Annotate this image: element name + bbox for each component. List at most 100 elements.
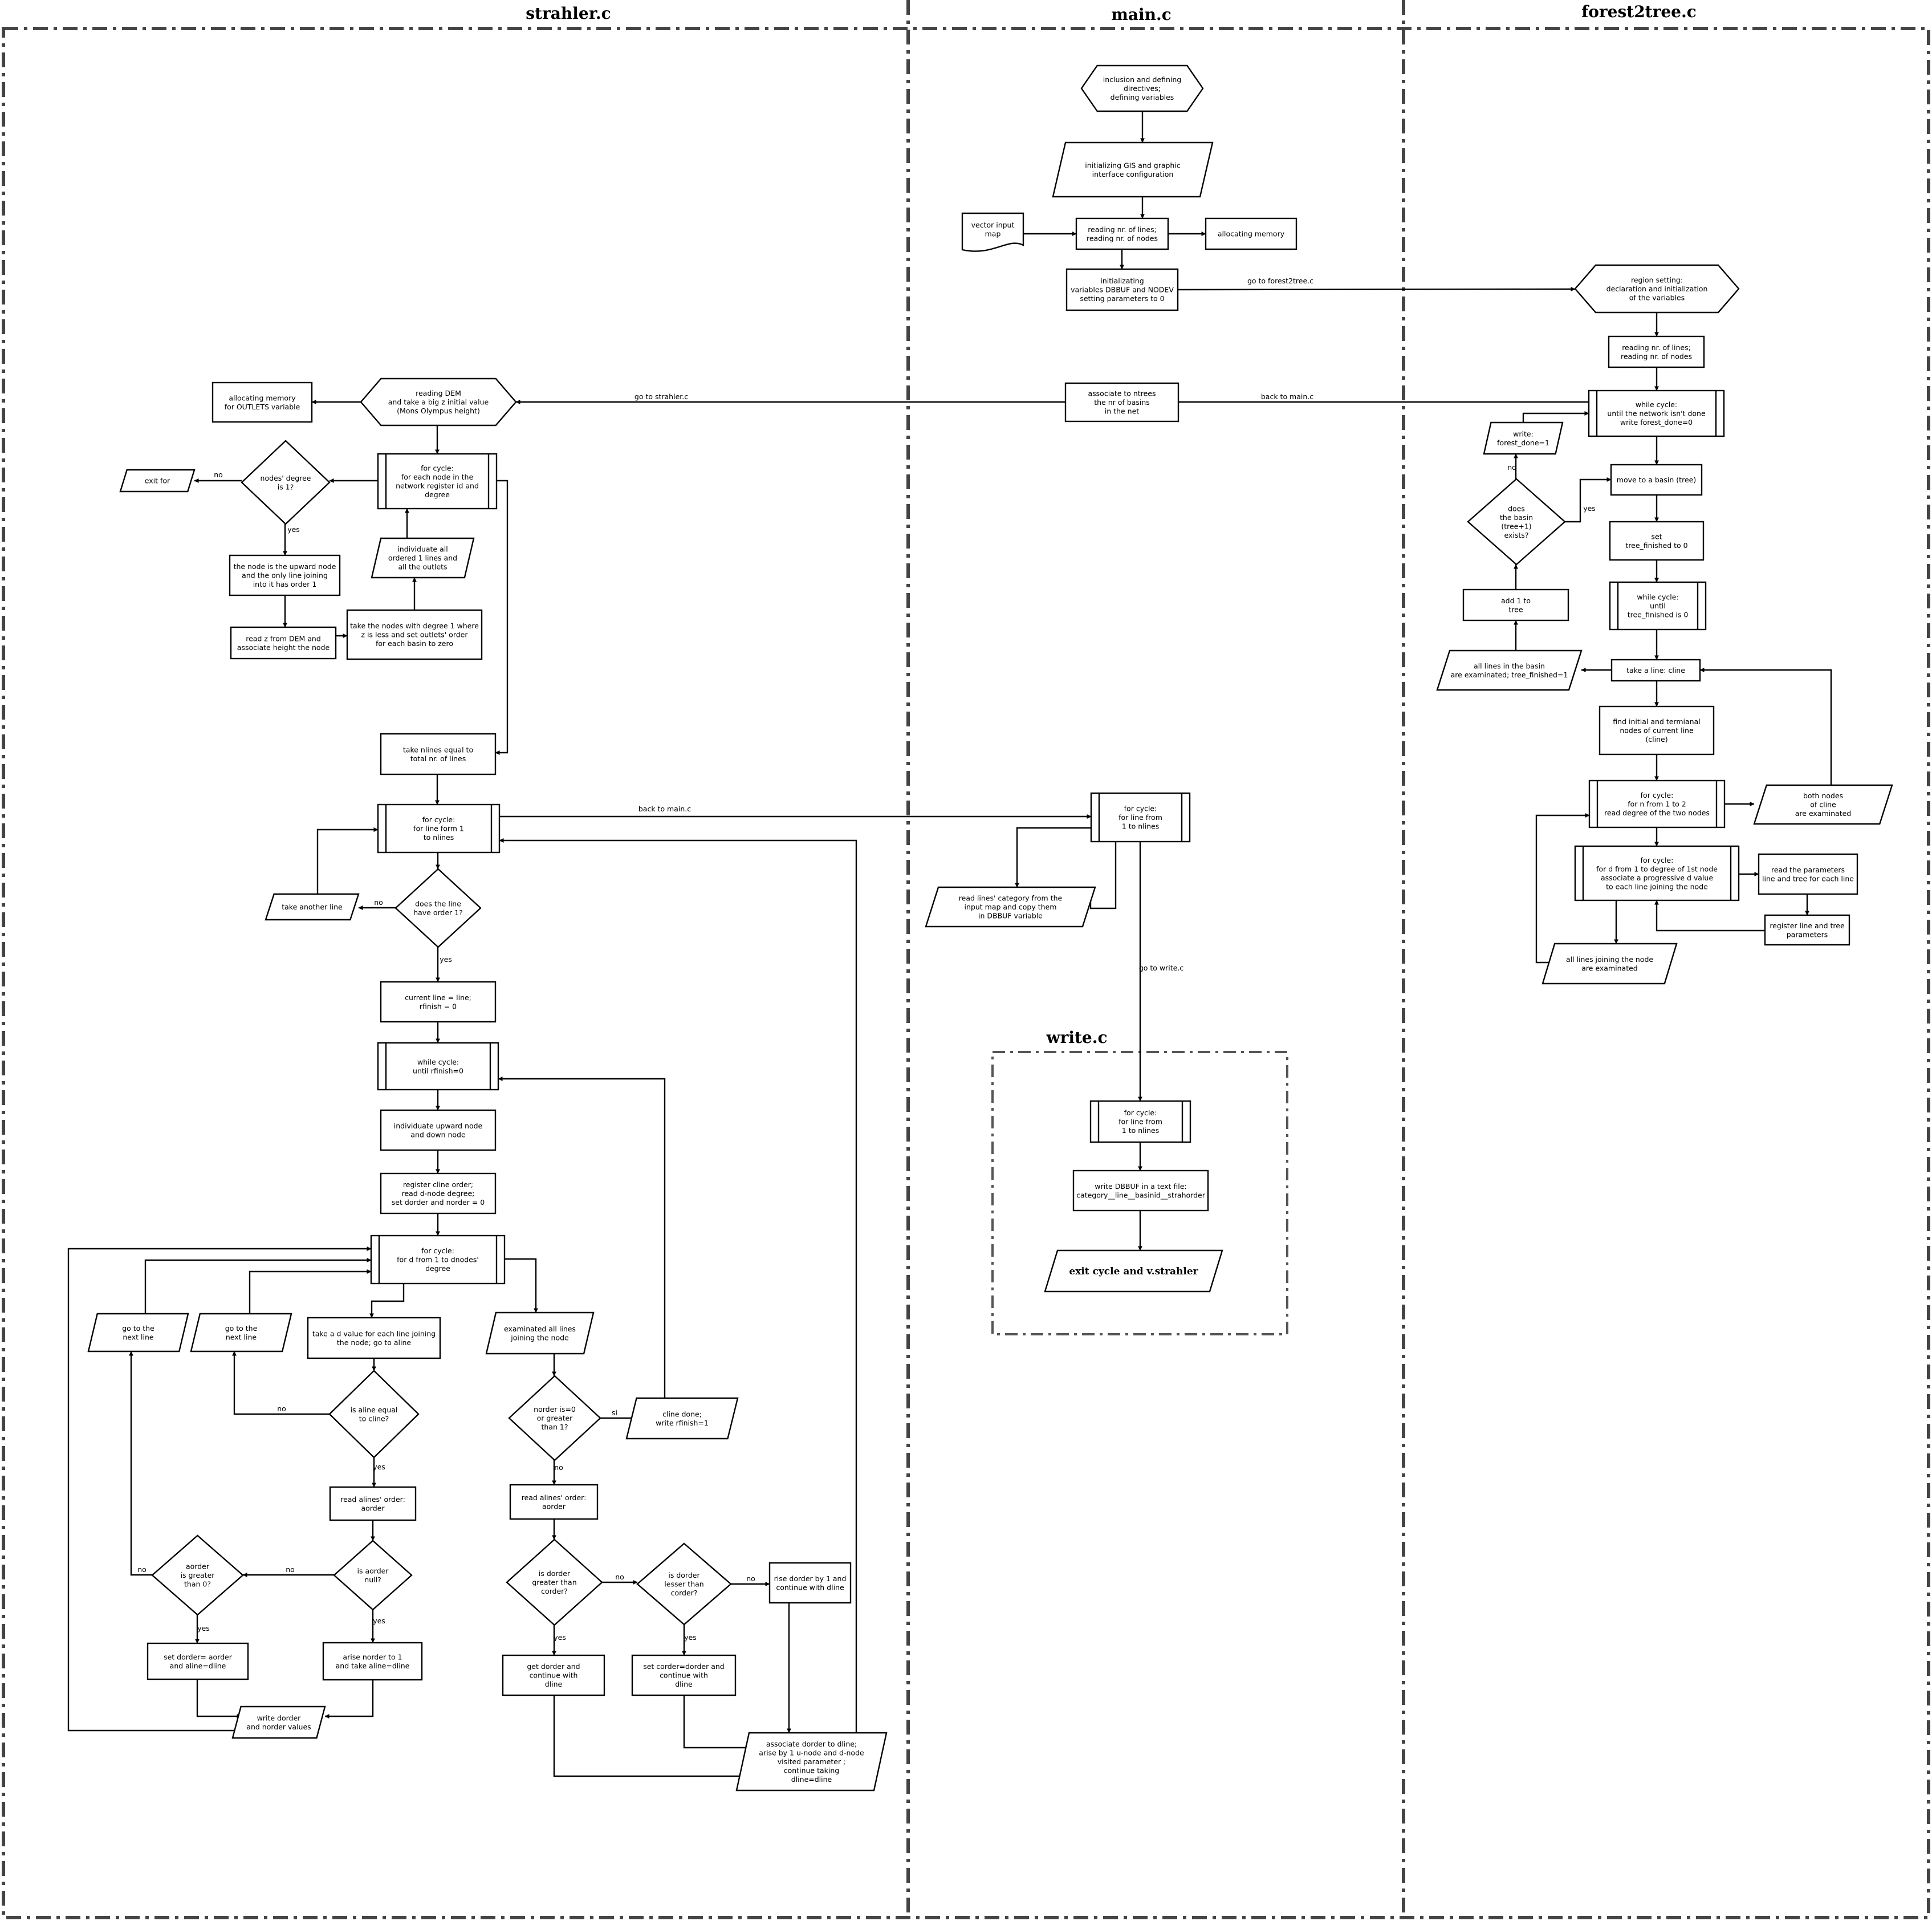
edge-s2-s3	[495, 480, 509, 755]
take-another-line: take another line	[265, 893, 360, 921]
dorder-lesser-shape	[636, 1542, 732, 1626]
write-dbbuf-label: write DBBUF in a text file:category__lin…	[1076, 1182, 1206, 1200]
allocating-memory-main: allocating memory	[1205, 217, 1298, 250]
label-yes-aline: yes	[373, 1463, 385, 1471]
write-forest-done-shape	[1483, 421, 1564, 455]
cline-done-shape	[625, 1397, 739, 1440]
associate-ntrees-shape	[1064, 382, 1179, 423]
take-d-value-shape	[307, 1317, 441, 1359]
edge-getd-assoc	[553, 1695, 744, 1778]
dnode-degree-cycle: for cycle:for d from 1 to dnodes'degree	[370, 1234, 506, 1285]
edge-dec-f4	[1565, 477, 1612, 523]
edge-setd-wdo	[196, 1679, 242, 1719]
go-to-next-line-a-shape	[87, 1313, 189, 1353]
both-nodes-examinated-shape	[1753, 784, 1893, 825]
outer-lane-border	[2, 27, 1930, 1919]
edge-goa-s9	[144, 1258, 372, 1314]
label-yes-aorder-greater: yes	[197, 1624, 210, 1632]
main-for-cycle-shape	[1090, 792, 1191, 843]
region-setting-label: region setting:declaration and initializ…	[1606, 276, 1708, 302]
forest-while-cycle: while cycle:until the network isn't done…	[1588, 389, 1725, 437]
label-go-strahler: go to strahler.c	[634, 392, 688, 401]
edge-dec5-goa	[129, 1351, 152, 1576]
main-lane-title: main.c	[1111, 5, 1172, 24]
read-aorder-right-shape	[509, 1484, 599, 1520]
region-setting-shape	[1574, 264, 1740, 314]
label-no-aorder-greater: no	[137, 1565, 147, 1574]
allocating-memory-main-shape	[1205, 217, 1298, 250]
exit-cycle-shape	[1044, 1249, 1223, 1293]
current-line-label: current line = line;rfinish = 0	[405, 993, 471, 1011]
label-yes-aorder-null: yes	[373, 1617, 385, 1625]
upward-node-info-shape	[229, 554, 341, 596]
write-dbbuf-shape	[1072, 1169, 1209, 1212]
label-yes-dorder-lesser: yes	[684, 1633, 697, 1642]
edge-m4-forest	[1177, 287, 1576, 292]
edge-cdone-s6	[498, 1077, 666, 1398]
edge-dec3-gob	[232, 1351, 330, 1415]
gis-init-node-shape	[1052, 141, 1214, 198]
aorder-null-shape	[333, 1540, 413, 1611]
edge-wfd-f3	[1522, 411, 1589, 423]
norder-decision-shape	[508, 1375, 601, 1461]
read-lines-nodes-main-shape	[1075, 217, 1169, 250]
edge-both-f7	[1699, 668, 1832, 785]
label-go-write: go to write.c	[1139, 964, 1183, 972]
exit-cycle: exit cycle and v.strahler	[1044, 1249, 1223, 1293]
label-si-norder: si	[612, 1408, 617, 1417]
for-d-cycle-forest-shape	[1574, 845, 1740, 901]
basin-exists-decision-shape	[1467, 478, 1566, 566]
dnode-degree-cycle-shape	[370, 1234, 506, 1285]
edge-wdo-s9	[67, 1246, 372, 1732]
set-dorder-aorder-shape	[147, 1642, 249, 1680]
aline-equals-cline-shape	[328, 1370, 420, 1459]
allocating-memory-outlets-shape	[211, 381, 313, 423]
for-d-cycle-forest-label: for cycle:for d from 1 to degree of 1st …	[1596, 856, 1718, 891]
forest-while-cycle-shape	[1588, 389, 1725, 437]
for-n-cycle-shape	[1588, 779, 1726, 828]
take-a-line: take a line: cline	[1610, 659, 1701, 682]
